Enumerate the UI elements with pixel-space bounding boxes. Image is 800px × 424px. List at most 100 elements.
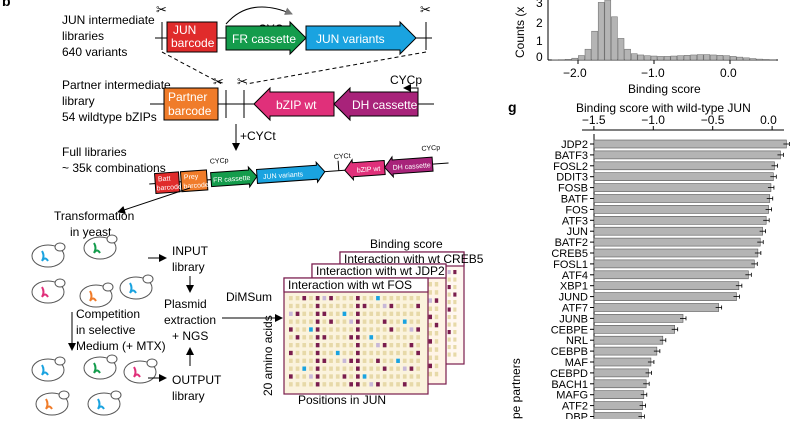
heatmap-cell [396,374,400,378]
heatmap-cell [349,359,353,363]
hist-bar [717,55,723,60]
heatmap-cell [435,356,438,360]
heatmap-cell [336,367,340,371]
hist-bar [664,56,670,60]
svg-text:Prey: Prey [184,173,199,181]
hist-bar [618,38,624,60]
heatmap-cell [429,339,432,343]
svg-text:~ 35k combinations: ~ 35k combinations [62,161,166,175]
heatmap-cell [403,343,407,347]
heatmap-cell [448,278,451,282]
heatmap-cell [336,374,340,378]
heatmap-cell [323,351,327,355]
heatmap-cell [336,335,340,339]
heatmap-cell [349,304,353,308]
heatmap-cell [369,320,373,324]
heatmap-cell [323,304,327,308]
hist-bar [605,0,611,60]
svg-text:extraction: extraction [164,313,216,327]
heatmap-cell [453,270,456,274]
hist-bar [750,59,756,60]
heatmap-cell [429,356,432,360]
heatmap-cell [429,282,432,286]
heatmap-cell [416,327,420,331]
heatmap-cell [296,304,300,308]
hist-bar [704,55,710,60]
heatmap-cell [448,270,451,274]
heatmap-cell [323,296,327,300]
chart-y-label: pe partners [509,358,523,419]
heatmap-cell [448,293,451,297]
heatmap-cell [376,335,380,339]
bar [594,260,754,268]
heatmap-cell [316,320,320,324]
heatmap-cell [349,367,353,371]
hist-bar [631,54,637,60]
heatmap-cell [343,374,347,378]
heatmap-cell [316,343,320,347]
heatmap-cell [356,296,360,300]
category-label: DBP [565,412,588,420]
hist-bar [691,55,697,60]
heatmap-cell [343,343,347,347]
heatmap-cell [410,304,414,308]
heatmap-cell [390,351,394,355]
svg-text:2: 2 [536,16,543,30]
heatmap-cell [323,382,327,386]
svg-text:OUTPUT: OUTPUT [172,373,222,387]
heatmap-cell [416,335,420,339]
heatmap-cell [309,374,313,378]
heatmap-cell [416,367,420,371]
heatmap-cell [383,382,387,386]
hist-bar [565,59,571,60]
hist-bar [710,55,716,60]
svg-text:Partner intermediate: Partner intermediate [62,78,171,92]
heatmap-cell [309,351,313,355]
heatmap-cell [289,343,293,347]
heatmap-cell [336,382,340,386]
bar [594,216,766,224]
hist-bar [671,56,677,60]
heatmap-cell [396,367,400,371]
heatmap-cell [383,367,387,371]
bar [594,151,780,159]
heatmap-cell [429,315,432,319]
heatmap-cell [302,382,306,386]
heatmap-cell [302,312,306,316]
heatmap-cell [309,312,313,316]
heatmap-cell [453,353,456,357]
heatmap-cell [453,345,456,349]
hist-bar [658,56,664,60]
heatmap-cell [363,382,367,386]
heatmap-cell [369,367,373,371]
heatmap-cell [369,327,373,331]
hist-bar [638,55,644,60]
svg-text:Batt: Batt [158,175,171,183]
heatmap-cell [369,343,373,347]
heatmap-cell [410,335,414,339]
heatmap-cell [429,323,432,327]
heatmap-cell [302,351,306,355]
output-library-label: OUTPUT library [172,373,222,403]
transformation-label: Transformation in yeast [54,209,134,239]
heatmap-cell [329,335,333,339]
heatmap-cell [289,382,293,386]
heatmap-cell [329,359,333,363]
heatmap-cell [376,327,380,331]
heatmap-cell [356,382,360,386]
heatmap-cell [383,327,387,331]
heatmap-cell [369,382,373,386]
heatmap-cell [410,367,414,371]
heatmap-cell [376,359,380,363]
yeast-cell [84,355,117,379]
heatmap-cell [435,372,438,376]
heatmap-title: Interaction with wt JDP2 [316,264,445,278]
heatmap-cell [349,343,353,347]
heatmap-cell [383,320,387,324]
heatmap-cell [316,296,320,300]
heatmap-cell [356,327,360,331]
heatmap-cell [410,327,414,331]
heatmap-cell [396,343,400,347]
heatmap-cell [296,367,300,371]
heatmap-cell [356,351,360,355]
